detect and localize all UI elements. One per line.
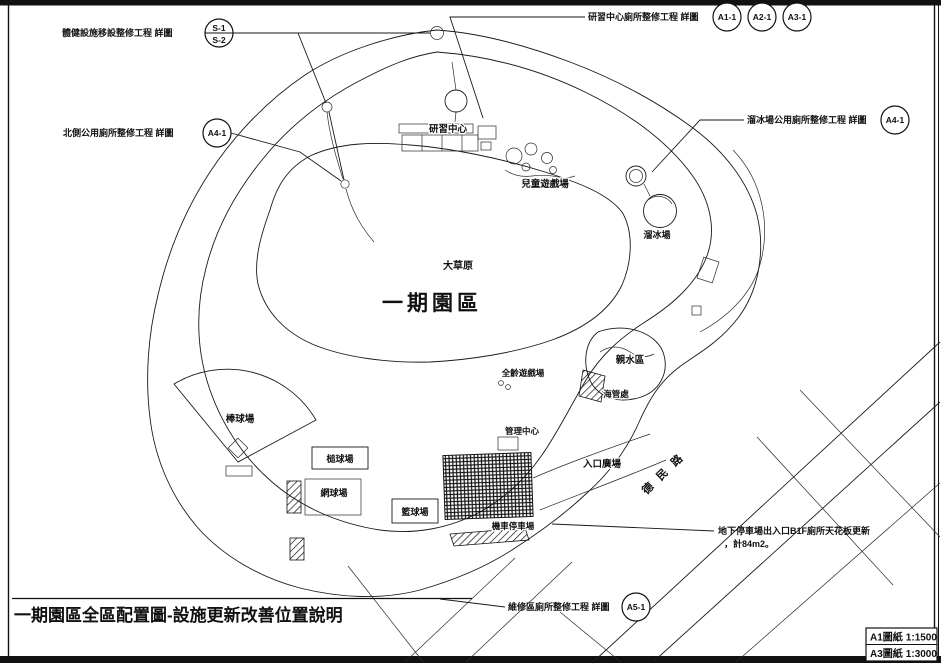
- skating-rink-symbols: [625, 165, 677, 228]
- callout-ref-text: A4-1: [886, 115, 905, 125]
- leader-line: [297, 32, 327, 104]
- leader-line: [230, 132, 342, 182]
- callout-maintenance-label: 維修區廁所整修工程 詳圖: [508, 601, 610, 612]
- label-croquet: 槌球場: [326, 453, 353, 464]
- callout-ref-text: S-1: [212, 23, 226, 33]
- callout-training-label: 研習中心廁所整修工程 詳圖: [588, 11, 699, 22]
- callout-fitness: 體健設施移設整修工程 詳圖 S-1 S-2: [62, 18, 430, 181]
- label-all-age-playground: 全齡遊戲場: [501, 368, 545, 378]
- parking-note-line2: ，計84m2。: [724, 538, 774, 549]
- callout-ref-text: S-2: [212, 35, 226, 45]
- small-structure: [289, 537, 305, 561]
- callout-ref-text: A1-1: [718, 12, 737, 22]
- label-training-center: 研習中心: [429, 123, 468, 135]
- callouts: 體健設施移設整修工程 詳圖 S-1 S-2 研習中心廁所整修工程 詳圖 A1-1…: [62, 2, 910, 622]
- croquet-court: [311, 446, 369, 470]
- callout-parking-note: 地下停車場出入口B1F廁所天花板更新 ，計84m2。: [551, 523, 870, 549]
- label-entrance-plaza: 入口廣場: [582, 458, 622, 470]
- callout-rink-label: 溜冰場公用廁所整修工程 詳圖: [747, 114, 867, 125]
- label-admin-center: 管理中心: [505, 426, 540, 436]
- tennis-court: [304, 478, 362, 516]
- callout-ref-text: A2-1: [753, 12, 772, 22]
- callout-north-label: 北側公用廁所整修工程 詳圖: [63, 127, 174, 138]
- training-center-buildings: [398, 123, 497, 152]
- callout-maintenance-toilet: 維修區廁所整修工程 詳圖 A5-1: [439, 592, 651, 622]
- label-sea-pipe: 海管處: [603, 389, 629, 399]
- label-baseball: 棒球場: [226, 413, 255, 425]
- callout-fitness-label: 體健設施移設整修工程 詳圖: [62, 27, 173, 38]
- north-toilet-symbol: [340, 179, 350, 189]
- callout-ref-text: A3-1: [788, 12, 807, 22]
- label-motorcycle-parking: 機車停車場: [492, 521, 535, 531]
- baseball-field: [173, 368, 317, 477]
- path-node-top: [430, 26, 444, 40]
- tennis-stand: [286, 480, 302, 514]
- label-skating-rink: 溜冰場: [643, 229, 670, 240]
- label-phase1: 一期園區: [382, 292, 482, 315]
- plaza-circle: [444, 89, 468, 113]
- park-right-edge: [699, 149, 765, 333]
- label-basketball: 籃球場: [401, 506, 428, 517]
- park-outer-boundary: [147, 29, 762, 597]
- drawing-title: 一期園區全區配置圖-設施更新改善位置說明: [14, 605, 343, 625]
- callout-training-center: 研習中心廁所整修工程 詳圖 A1-1 A2-1 A3-1: [449, 2, 812, 119]
- water-area-symbols: [578, 327, 666, 403]
- leader-line: [328, 111, 345, 181]
- leader-line: [449, 16, 585, 119]
- children-playground-symbols: [504, 142, 576, 179]
- leader-line: [551, 523, 715, 532]
- leader-line: [439, 598, 506, 608]
- label-grassland: 大草原: [443, 259, 473, 272]
- path-node-left-upper: [321, 101, 333, 113]
- label-road: 德民路: [638, 445, 692, 497]
- label-tennis: 網球場: [320, 487, 347, 498]
- callout-north-toilet: 北側公用廁所整修工程 詳圖 A4-1: [63, 118, 342, 182]
- lawn-outline: [256, 142, 631, 363]
- parking-note-line1: 地下停車場出入口B1F廁所天花板更新: [718, 525, 870, 536]
- callout-ref-text: A5-1: [627, 602, 646, 612]
- callout-ref-text: A4-1: [208, 128, 227, 138]
- admin-center-building: [497, 436, 519, 451]
- callout-rink-toilet: 溜冰場公用廁所整修工程 詳圖 A4-1: [651, 105, 910, 173]
- basketball-court: [391, 498, 439, 524]
- leader-line: [651, 119, 744, 173]
- motorcycle-parking-strip: [449, 527, 530, 547]
- label-water-area: 親水區: [616, 354, 645, 366]
- park-linework: [147, 26, 941, 664]
- label-children-playground: 兒童遊戲場: [520, 178, 569, 190]
- entrance-plaza-paving: [442, 451, 534, 521]
- sea-pipe-structure: [578, 369, 606, 403]
